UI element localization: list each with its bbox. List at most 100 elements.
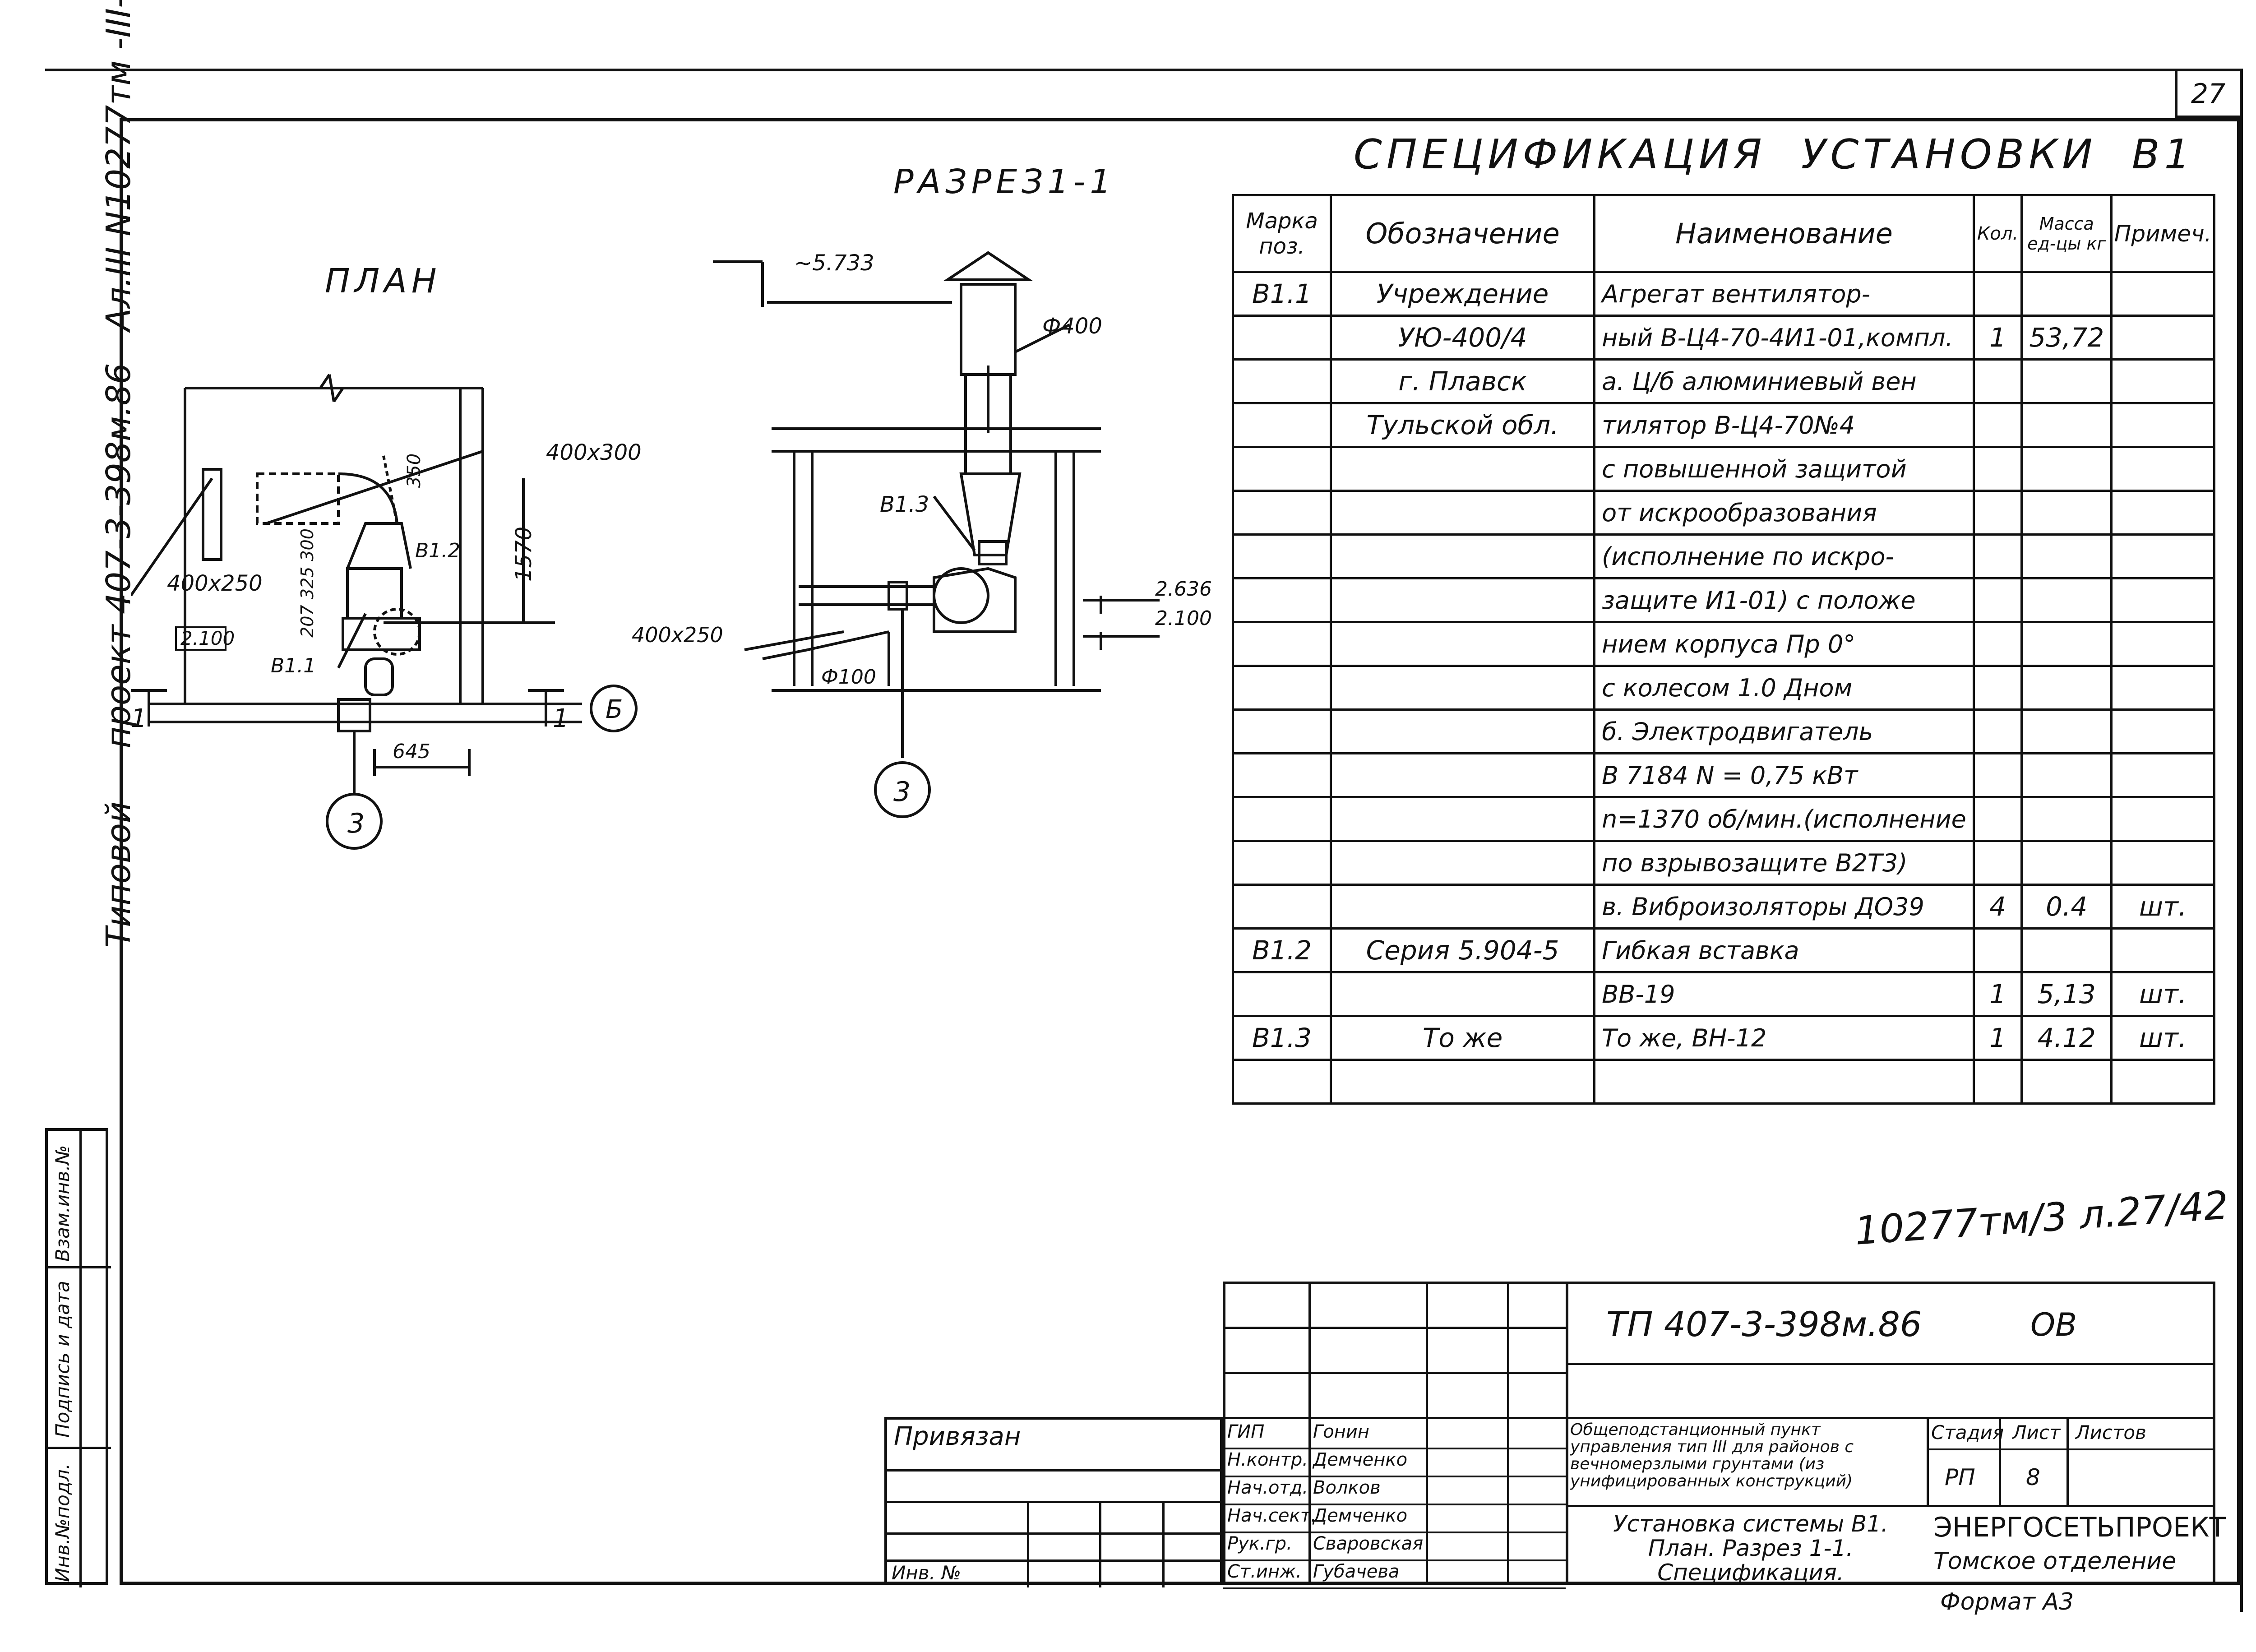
spec-cell: от искрообразования (1593, 490, 1975, 536)
spec-cell: шт. (2110, 884, 2215, 930)
spec-row: по взрывозащите В2Т3) (1231, 840, 2215, 886)
spec-col-qty: Кол. (1972, 194, 2023, 273)
spec-cell (1330, 577, 1596, 623)
spec-cell (1972, 752, 2023, 798)
spec-cell: в. Виброизоляторы ДО39 (1593, 884, 1975, 930)
staff-row-line (1223, 1476, 1566, 1477)
spec-cell (2110, 927, 2215, 973)
spec-cell (2110, 577, 2215, 623)
spec-cell (2110, 446, 2215, 492)
spec-cell: Учреждение (1330, 271, 1596, 317)
spec-cell: нием корпуса Пр 0° (1593, 621, 1975, 667)
spec-cell (1231, 621, 1332, 667)
spec-cell (1231, 665, 1332, 711)
spec-cell: Серия 5.904-5 (1330, 927, 1596, 973)
plan-axis-b: Б (606, 695, 623, 724)
spec-cell: То же (1330, 1015, 1596, 1061)
plan-dim-207: 207 325 300 (297, 528, 317, 638)
spec-cell (1972, 446, 2023, 492)
spec-cell (1972, 358, 2023, 404)
spec-cell (1231, 533, 1332, 579)
spec-header-row: Марка поз. Обозначение Наименование Кол.… (1231, 194, 2215, 273)
plan-duct-400x250: 400х250 (167, 571, 263, 596)
spec-cell (2020, 796, 2113, 842)
spec-cell (1972, 533, 2023, 579)
spec-cell: 53,72 (2020, 315, 2113, 361)
spec-cell (1972, 490, 2023, 536)
plan-drawing (131, 374, 638, 850)
spec-cell (2020, 665, 2113, 711)
spec-cell (1972, 840, 2023, 886)
spec-cell (1972, 708, 2023, 754)
spec-cell (1972, 927, 2023, 973)
spec-cell (1330, 708, 1596, 754)
spec-cell (2020, 446, 2113, 492)
top-line (45, 69, 2242, 71)
left-stamp: Инв.№подл. Подпись и дата Взам.инв.№ (45, 1128, 111, 1587)
spec-cell (1330, 840, 1596, 886)
spec-cell: 1 (1972, 971, 2023, 1017)
right-edge-line (2240, 69, 2243, 1612)
spec-cell (1231, 358, 1332, 404)
spec-cell (1972, 271, 2023, 317)
spec-cell (1231, 446, 1332, 492)
spec-cell: б. Электродвигатель (1593, 708, 1975, 754)
spec-cell (1231, 796, 1332, 842)
stamp-inv: Инв.№подл. (51, 1463, 74, 1582)
stage-value: РП (1945, 1464, 1975, 1490)
staff-row-line (1223, 1559, 1566, 1561)
doc-code: ТП 407-3-398м.86 (1606, 1304, 1922, 1344)
spec-row (1231, 1059, 2215, 1105)
sheets-label: Листов (2076, 1421, 2146, 1444)
org-dept: Томское отделение (1933, 1548, 2177, 1575)
staff-name: Демченко (1313, 1505, 1408, 1526)
spec-cell (2110, 708, 2215, 754)
spec-cell: 1 (1972, 315, 2023, 361)
spec-cell (2110, 665, 2215, 711)
spec-cell (2020, 621, 2113, 667)
spec-col-mark: Марка поз. (1231, 194, 1332, 273)
plan-axis-1-left: 1 (131, 704, 147, 733)
spec-title: СПЕЦИФИКАЦИЯ УСТАНОВКИ В1 (1354, 131, 2195, 178)
section-title: РАЗРЕЗ1-1 (893, 162, 1116, 201)
spec-cell: Агрегат вентилятор- (1593, 271, 1975, 317)
side-label-3: Ал.III N10277тм -III-28 (99, 0, 138, 331)
spec-cell: с колесом 1.0 Дном (1593, 665, 1975, 711)
spec-cell (1231, 971, 1332, 1017)
plan-dim-1570: 1570 (511, 526, 537, 582)
org-name: ЭНЕРГОСЕТЬПРОЕКТ (1933, 1512, 2226, 1543)
spec-cell (1330, 621, 1596, 667)
spec-cell (2020, 927, 2113, 973)
stamp-replace: Взам.инв.№ (51, 1145, 74, 1262)
spec-cell (1330, 752, 1596, 798)
sheet-value: 8 (2026, 1464, 2040, 1490)
spec-cell: В1.2 (1231, 927, 1332, 973)
section-phi400: Ф400 (1042, 314, 1102, 339)
spec-cell (2110, 752, 2215, 798)
spec-cell: а. Ц/б алюминиевый вен (1593, 358, 1975, 404)
spec-cell: 4 (1972, 884, 2023, 930)
staff-role: Нач.отд. (1227, 1477, 1308, 1498)
sheet-label: Лист (2012, 1421, 2061, 1444)
section-elev-5733: ~5.733 (794, 250, 874, 276)
title-block (1223, 1282, 2215, 1585)
spec-cell: В1.3 (1231, 1015, 1332, 1061)
spec-cell (2020, 533, 2113, 579)
staff-row-line (1223, 1448, 1566, 1449)
section-phi100: Ф100 (821, 666, 876, 689)
spec-cell (2110, 1059, 2215, 1105)
spec-cell (1231, 402, 1332, 448)
spec-cell (1330, 446, 1596, 492)
spec-cell (2110, 621, 2215, 667)
spec-cell (1231, 708, 1332, 754)
spec-cell (2020, 577, 2113, 623)
spec-cell (2110, 271, 2215, 317)
spec-table: Марка поз. Обозначение Наименование Кол.… (1231, 194, 2215, 1105)
section-elev-2100: 2.100 (1155, 607, 1212, 630)
spec-cell (1330, 884, 1596, 930)
spec-cell (2110, 490, 2215, 536)
spec-row: (исполнение по искро- (1231, 533, 2215, 579)
